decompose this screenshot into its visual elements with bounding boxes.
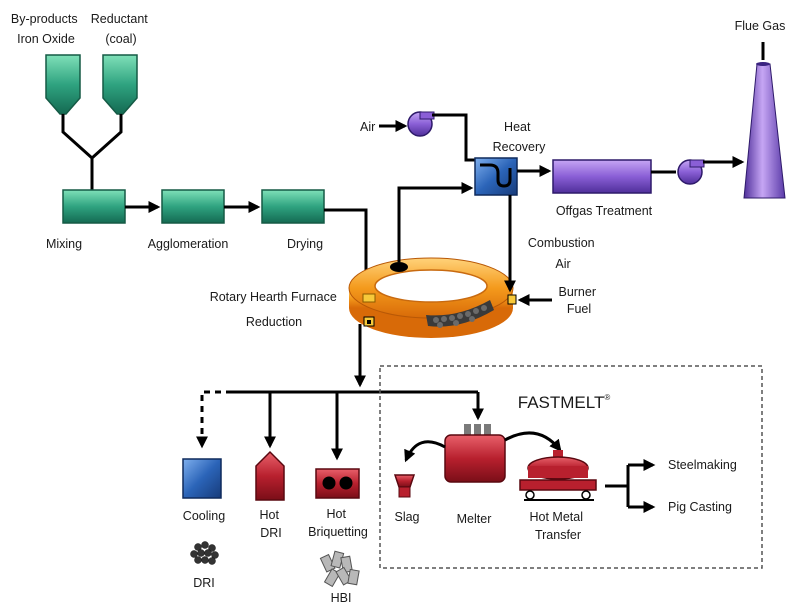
reductant-label: Reductant (coal): [91, 12, 151, 46]
air-to-heat-recovery-line: [432, 113, 476, 162]
hot-briquetting-label: Hot Briquetting: [308, 507, 368, 539]
hot-metal-transfer-car: [519, 450, 597, 501]
agglomeration-unit: [161, 189, 225, 224]
hopper-merge-line: [61, 114, 123, 192]
mixing-unit: [62, 189, 126, 224]
reductant-hopper: [102, 54, 138, 115]
slag-pot-base: [398, 486, 411, 498]
drying-label: Drying: [287, 237, 323, 251]
flue-gas-stack: [743, 62, 786, 199]
slag-pot: [393, 474, 416, 488]
slag-label: Slag: [394, 510, 419, 524]
transfer-split-line: [605, 465, 630, 507]
mixing-label: Mixing: [46, 237, 82, 251]
melter-label: Melter: [457, 512, 492, 526]
dri-pellets-icon: [190, 541, 219, 565]
hot-dri-bin: [255, 450, 285, 501]
air-label: Air: [360, 120, 375, 134]
drying-to-furnace-arrow: [324, 208, 372, 285]
byproducts-label: By-products Iron Oxide: [11, 12, 81, 46]
to-cooling-dashed-arrow: [196, 390, 232, 449]
cooling-unit: [182, 458, 222, 499]
hbi-label: HBI: [331, 591, 352, 605]
melter-to-slag-arrow: [404, 440, 446, 463]
dri-product-label: DRI: [193, 576, 215, 590]
steelmaking-label: Steelmaking: [668, 458, 737, 472]
furnace-label: Rotary Hearth Furnace Reduction: [210, 290, 341, 329]
hbi-briquettes-icon: [319, 550, 360, 588]
hot-dri-label: Hot DRI: [260, 508, 283, 540]
drying-unit: [261, 189, 325, 224]
rotary-hearth-furnace: [348, 257, 517, 338]
fastmelt-boundary: [379, 365, 763, 569]
heat-recovery-label: Heat Recovery: [493, 120, 547, 154]
cooling-label: Cooling: [183, 509, 225, 523]
fastmelt-title: FASTMELT®: [518, 393, 611, 412]
offgas-treatment-label: Offgas Treatment: [556, 204, 653, 218]
melter-unit: [444, 424, 506, 483]
byproducts-hopper: [45, 54, 81, 115]
exhaust-fan-icon: [677, 159, 705, 185]
agglomeration-label: Agglomeration: [148, 237, 229, 251]
melter-to-transfer-arrow: [504, 431, 562, 452]
burner-fuel-label: Burner Fuel: [558, 285, 599, 316]
hot-metal-transfer-label: Hot Metal Transfer: [530, 510, 587, 542]
air-blower-icon: [407, 111, 435, 137]
flue-gas-label: Flue Gas: [735, 19, 786, 33]
hot-briquetting-unit: [315, 468, 360, 499]
heat-recovery-unit: [474, 157, 518, 196]
pig-casting-label: Pig Casting: [668, 500, 732, 514]
combustion-air-label: Combustion Air: [528, 236, 598, 271]
furnace-offgas-to-heat-recovery-arrow: [397, 182, 474, 262]
offgas-treatment-unit: [552, 159, 652, 194]
